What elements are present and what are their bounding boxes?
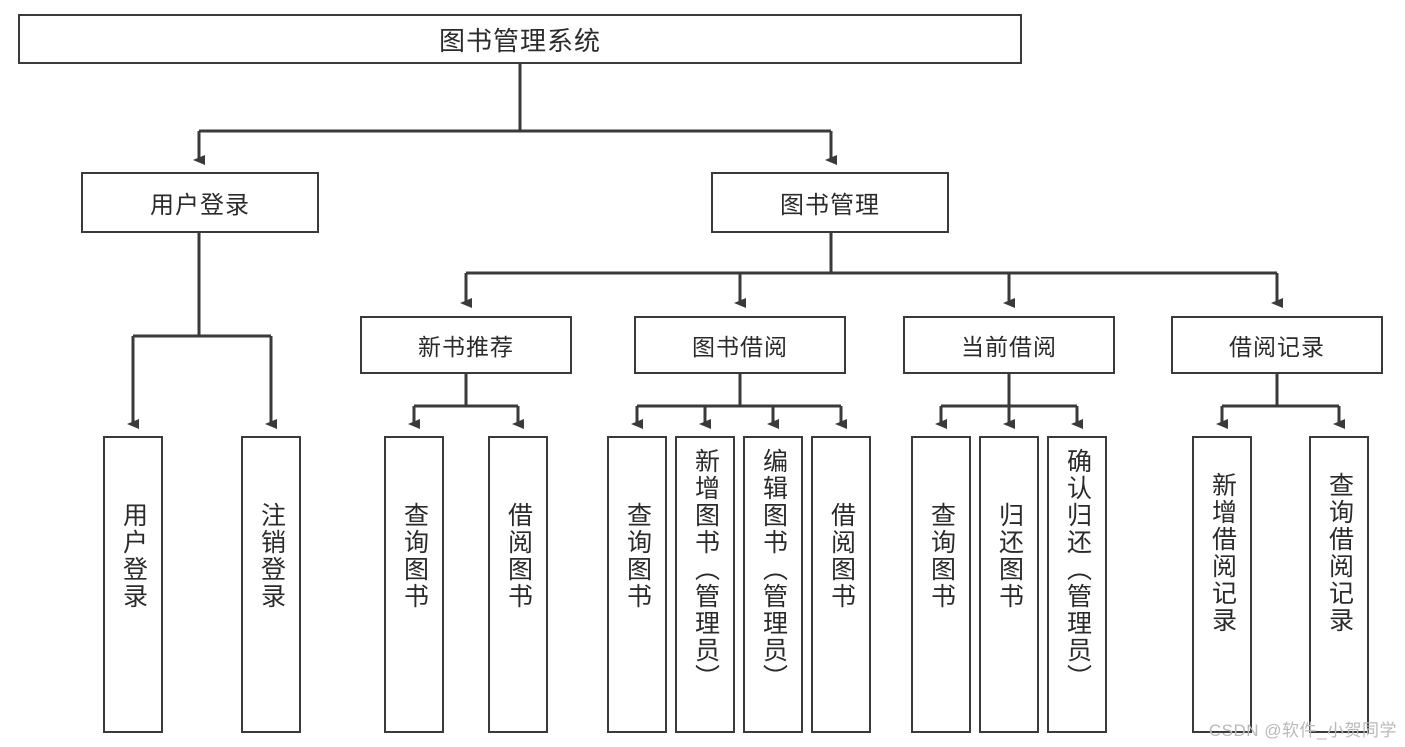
leaf-label: 归还图书 [995,502,1024,610]
leaf-label: 新增图书（管理员） [691,448,720,691]
node-new-book-recommend[interactable]: 新书推荐 [360,316,572,374]
leaf-label: 新增借阅记录 [1208,472,1237,634]
leaf-current-return-book[interactable]: 归还图书 [979,436,1039,733]
leaf-borrow-borrow-book[interactable]: 借阅图书 [811,436,871,733]
leaf-label: 借阅图书 [504,502,533,610]
leaf-current-confirm-return-admin[interactable]: 确认归还（管理员） [1047,436,1107,733]
node-label: 用户登录 [150,192,250,219]
watermark: CSDN @软件_小贺同学 [1208,721,1397,740]
leaf-label: 注销登录 [257,502,286,610]
leaf-new-book-query-book[interactable]: 查询图书 [384,436,444,733]
node-book-borrow[interactable]: 图书借阅 [634,316,846,374]
leaf-label: 编辑图书（管理员） [759,448,788,691]
leaf-user-login-login[interactable]: 用户登录 [103,436,163,733]
leaf-label: 确认归还（管理员） [1063,448,1092,691]
node-label: 借阅记录 [1229,334,1325,360]
node-label: 当前借阅 [961,334,1057,360]
leaf-records-add-borrow-record[interactable]: 新增借阅记录 [1192,436,1252,733]
leaf-label: 借阅图书 [827,502,856,610]
node-root-book-management-system[interactable]: 图书管理系统 [18,14,1022,64]
node-current-borrow[interactable]: 当前借阅 [903,316,1115,374]
node-label: 图书管理系统 [438,25,601,56]
node-book-management[interactable]: 图书管理 [711,172,949,233]
leaf-records-query-borrow-record[interactable]: 查询借阅记录 [1309,436,1369,733]
leaf-borrow-edit-book-admin[interactable]: 编辑图书（管理员） [743,436,803,733]
node-label: 新书推荐 [418,334,514,360]
leaf-borrow-query-book[interactable]: 查询图书 [607,436,667,733]
node-borrow-records[interactable]: 借阅记录 [1171,316,1383,374]
leaf-user-login-logout[interactable]: 注销登录 [241,436,301,733]
node-label: 图书借阅 [692,334,788,360]
leaf-label: 查询图书 [623,502,652,610]
leaf-new-book-borrow-book[interactable]: 借阅图书 [488,436,548,733]
leaf-label: 查询图书 [927,502,956,610]
leaf-label: 查询图书 [400,502,429,610]
leaf-label: 用户登录 [119,502,148,610]
leaf-borrow-add-book-admin[interactable]: 新增图书（管理员） [675,436,735,733]
leaf-current-query-book[interactable]: 查询图书 [911,436,971,733]
node-label: 图书管理 [780,192,880,219]
leaf-label: 查询借阅记录 [1325,472,1354,634]
node-user-login[interactable]: 用户登录 [81,172,319,233]
